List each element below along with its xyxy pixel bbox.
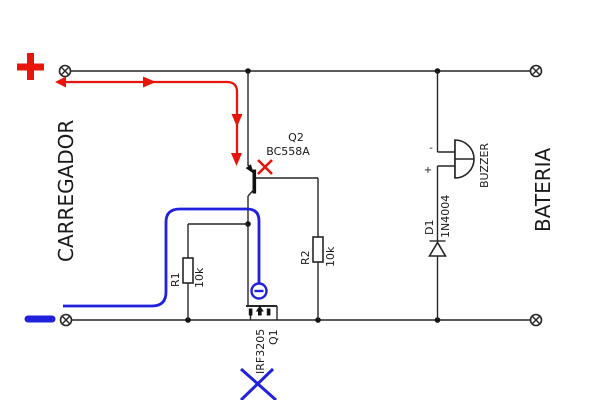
battery-side-label: BATERIA bbox=[531, 148, 555, 232]
base-bar bbox=[252, 169, 257, 194]
diode-d1: D1 1N4004 bbox=[423, 195, 452, 320]
channel-tick bbox=[258, 311, 262, 316]
blue-path-wire bbox=[63, 207, 261, 308]
q1-ref-label: Q1 bbox=[267, 329, 280, 345]
terminal-bottom-right-icon bbox=[529, 313, 543, 327]
gate-wire bbox=[188, 221, 251, 306]
terminal-top-left-icon bbox=[58, 64, 72, 78]
channel-tick bbox=[248, 308, 253, 316]
resistor-r1: R1 10k bbox=[169, 224, 206, 320]
red-arrowhead-icon bbox=[231, 153, 242, 166]
transistor-q2: Q2 BC558A bbox=[245, 71, 318, 224]
negative-current-path-annotation bbox=[24, 207, 277, 400]
body-diode-arrow-icon bbox=[255, 305, 264, 312]
buzzer: - + BUZZER bbox=[424, 71, 491, 241]
blue-x-mark bbox=[239, 367, 275, 400]
terminal-bottom-left-icon bbox=[59, 313, 73, 327]
emitter-arrow-icon bbox=[245, 164, 254, 174]
terminal-x bbox=[60, 66, 70, 76]
terminal-x bbox=[61, 315, 71, 325]
positive-current-path-annotation bbox=[17, 53, 273, 175]
resistor-body bbox=[182, 257, 194, 284]
q2-ref-label: Q2 bbox=[288, 131, 304, 144]
d1-part-label: 1N4004 bbox=[439, 195, 452, 238]
r2-value-label: 10k bbox=[324, 246, 337, 267]
red-path-wire bbox=[64, 80, 239, 158]
resistor-r2: R2 10k bbox=[299, 178, 337, 320]
q1-part-label: IRF3205 bbox=[254, 329, 267, 374]
channel-tick bbox=[266, 308, 271, 316]
terminal-top-right-icon bbox=[529, 64, 543, 78]
terminal-x bbox=[531, 66, 541, 76]
resistor-body bbox=[312, 236, 324, 263]
terminal-x bbox=[531, 315, 541, 325]
probe-minus-circle-icon bbox=[250, 282, 268, 300]
q2-part-label: BC558A bbox=[266, 145, 310, 158]
red-arrowhead-icon bbox=[231, 114, 243, 127]
red-x-mark bbox=[257, 159, 273, 175]
charger-side-label: CARREGADOR bbox=[54, 120, 78, 262]
red-arrowhead-icon bbox=[143, 76, 156, 88]
collector-wire bbox=[247, 189, 255, 197]
mosfet-q1: IRF3205 Q1 bbox=[246, 305, 280, 374]
buzzer-label: BUZZER bbox=[478, 143, 491, 188]
red-arrowhead-icon bbox=[55, 76, 66, 88]
d1-ref-label: D1 bbox=[423, 220, 436, 235]
r1-ref-label: R1 bbox=[169, 272, 182, 287]
r2-ref-label: R2 bbox=[299, 250, 312, 265]
buzzer-pos-label: + bbox=[424, 165, 432, 176]
r1-value-label: 10k bbox=[193, 267, 206, 288]
buzzer-neg-label: - bbox=[429, 143, 433, 154]
